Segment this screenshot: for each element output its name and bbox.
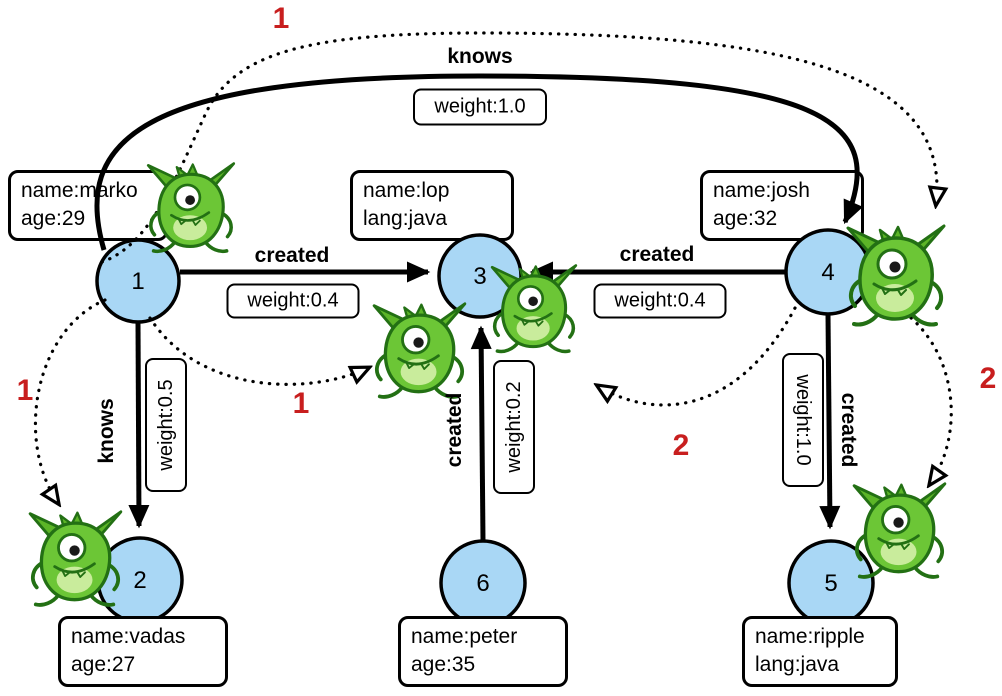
vertex-2: 2 — [96, 536, 184, 624]
traversal-path-1-to-4 — [100, 31, 937, 264]
vertex-2-id: 2 — [133, 567, 146, 594]
vertex-1-id: 1 — [131, 268, 144, 295]
property-age: age:29 — [21, 206, 86, 230]
gremlin-mascot-left-of-vertex3 — [372, 301, 467, 399]
property-box-marko: name:marko age:29 — [8, 170, 168, 242]
gremlin-mascot-vertex1 — [146, 161, 236, 254]
edge-knows-1-4 — [94, 73, 863, 251]
gremlin-mascot-vertex3 — [490, 263, 578, 354]
vertex-1: 1 — [95, 238, 181, 324]
edge-created-4-5 — [819, 313, 841, 530]
traversal-path-1-to-3 — [148, 316, 368, 386]
property-age: age:32 — [713, 206, 778, 230]
traversal-path-4-to-5 — [874, 294, 953, 484]
property-name: name:lop — [363, 179, 450, 202]
vertex-6: 6 — [439, 539, 527, 627]
vertex-1-circle — [95, 238, 181, 324]
property-name: name:josh — [713, 179, 810, 202]
vertex-5: 5 — [787, 539, 875, 627]
vertex-4: 4 — [784, 228, 872, 316]
property-lang: lang:java — [363, 206, 448, 230]
edge-created-6-3 — [470, 325, 492, 542]
traversal-path-1-to-2 — [33, 298, 107, 503]
gremlin-mascot-vertex4 — [846, 224, 946, 327]
vertex-3-id: 3 — [473, 263, 486, 290]
traversal-path-4-to-3 — [598, 306, 797, 407]
vertex-6-id: 6 — [476, 570, 489, 597]
property-name: name:marko — [21, 179, 138, 202]
property-box-lop: name:lop lang:java — [350, 170, 514, 242]
edge-knows-1-2 — [128, 321, 150, 529]
vertex-5-id: 5 — [824, 570, 837, 597]
vertex-4-id: 4 — [821, 259, 834, 286]
